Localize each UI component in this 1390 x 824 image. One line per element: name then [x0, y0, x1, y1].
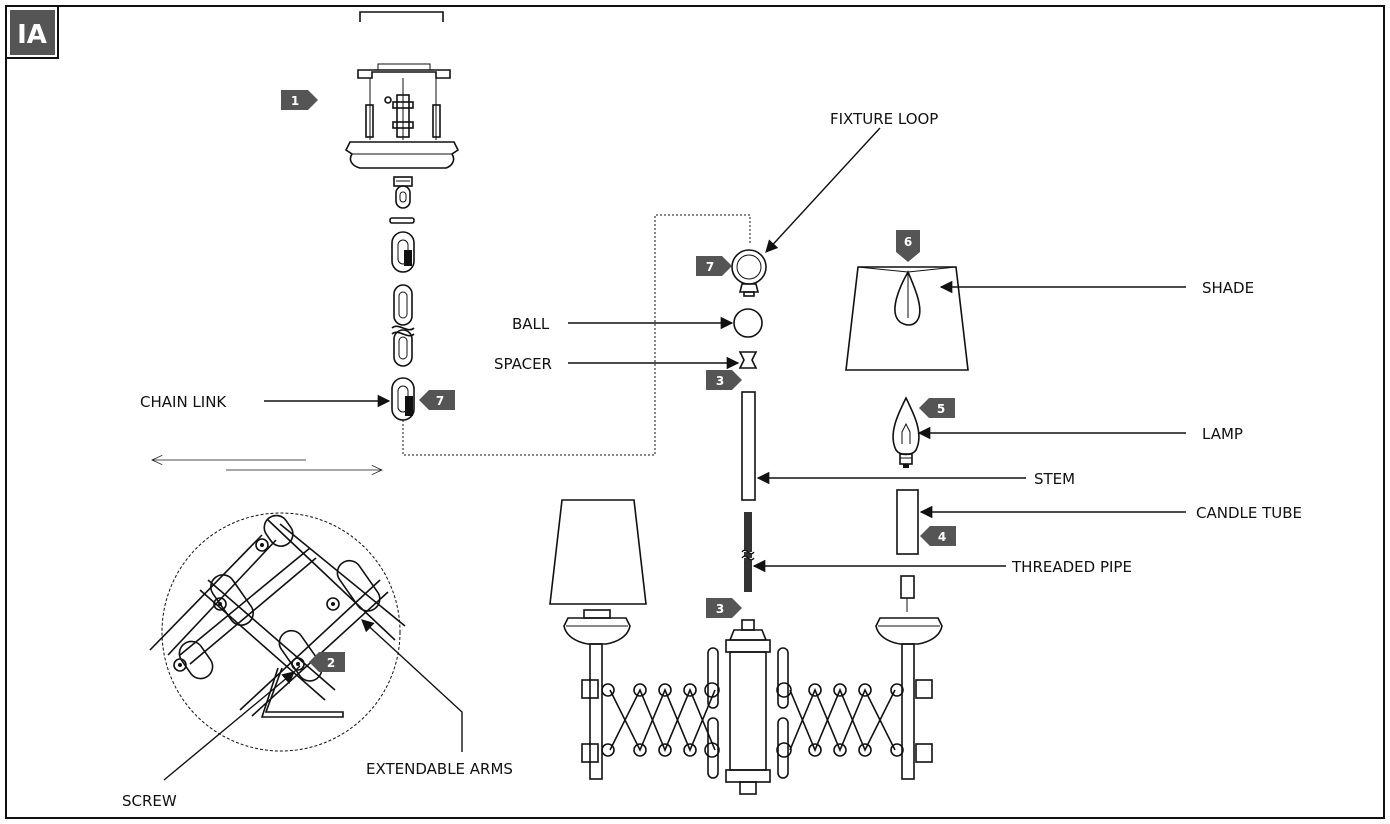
mounting-nipple	[396, 94, 410, 138]
mounting-screw-left	[365, 104, 374, 138]
label-fixture-loop: FIXTURE LOOP	[830, 110, 938, 128]
label-chain-link: CHAIN LINK	[140, 393, 227, 411]
step-badge-shade: 6	[896, 230, 920, 262]
svg-text:1: 1	[291, 94, 299, 108]
step-badge-lamp: 5	[919, 398, 955, 418]
svg-text:3: 3	[716, 374, 724, 388]
canopy	[344, 141, 460, 169]
mounting-screw-right	[432, 104, 441, 138]
connection-guide-line	[402, 214, 751, 456]
stem	[741, 391, 756, 501]
step-badge-spacer: 3	[706, 370, 742, 390]
hex-key	[260, 667, 344, 718]
fixture-body	[549, 499, 943, 795]
step-badge-screw: 2	[309, 652, 345, 672]
chain-link	[391, 377, 415, 421]
figure-id-badge	[10, 10, 55, 55]
svg-text:3: 3	[716, 602, 724, 616]
svg-text:7: 7	[706, 260, 714, 274]
label-screw: SCREW	[122, 792, 177, 810]
svg-text:7: 7	[436, 394, 444, 408]
step-badge-fixture-loop: 7	[696, 256, 732, 276]
extend-direction-arrows	[152, 460, 382, 470]
label-spacer: SPACER	[494, 355, 552, 373]
threaded-pipe	[741, 512, 755, 592]
label-candle-tube: CANDLE TUBE	[1196, 504, 1302, 522]
label-lamp: LAMP	[1202, 425, 1243, 443]
ball	[733, 308, 763, 338]
leader-extendable-arms	[361, 619, 463, 752]
shade	[845, 266, 969, 371]
detail-extendable-arms	[149, 514, 406, 717]
svg-text:6: 6	[904, 235, 912, 249]
leader-fixture-loop	[765, 127, 881, 253]
canopy-loop	[393, 176, 413, 209]
figure-id-label: IA	[17, 20, 47, 50]
detail-circle	[161, 512, 401, 752]
fixture-loop	[731, 249, 767, 297]
lamp	[892, 396, 920, 468]
ceiling-mark	[359, 11, 444, 22]
svg-text:5: 5	[937, 402, 945, 416]
svg-text:4: 4	[938, 530, 946, 544]
label-stem: STEM	[1034, 470, 1075, 488]
figure-frame	[5, 5, 1385, 819]
candle-tube	[896, 489, 919, 555]
step-badge-body: 3	[706, 598, 742, 618]
label-shade: SHADE	[1202, 279, 1254, 297]
label-ball: BALL	[512, 315, 550, 333]
detail-view	[149, 512, 406, 752]
leader-screw	[163, 671, 295, 781]
figure-id-box	[6, 6, 59, 59]
spacer	[738, 351, 758, 369]
svg-text:2: 2	[327, 656, 335, 670]
label-threaded-pipe: THREADED PIPE	[1011, 558, 1132, 576]
label-extendable-arms: EXTENDABLE ARMS	[366, 760, 513, 778]
mounting-bracket	[357, 69, 451, 79]
canopy-assembly	[344, 63, 460, 169]
left-shade	[549, 499, 647, 605]
step-badge-canopy: 1	[281, 90, 318, 110]
step-badge-chain-link: 7	[419, 390, 455, 410]
chain-washer	[389, 217, 415, 224]
chain	[391, 231, 415, 367]
step-badge-candle-tube: 4	[920, 526, 956, 546]
